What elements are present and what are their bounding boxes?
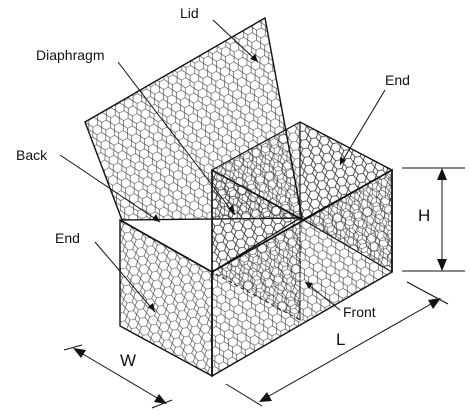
leader-diaphragm-arrow [228,205,235,215]
dim-l-line [261,299,439,401]
dim-w-ext-left [63,344,83,351]
leader-front-arrow [305,282,313,289]
dim-l-ext-right [406,281,449,305]
label-front: Front [343,304,376,320]
leader-end-top-arrow [340,157,346,165]
leader-back [59,154,161,223]
label-width: W [120,351,136,370]
dim-w-arrow-left [73,348,86,358]
dim-l-arrow-right [428,298,441,309]
dim-w-arrow-right [154,394,167,404]
leader-end-left [94,241,156,313]
leader-lid [212,19,259,63]
label-end-top: End [385,72,410,88]
dim-w-ext-right [151,399,173,409]
leader-lid-arrow [250,54,258,62]
label-length: L [336,330,345,349]
leader-front [304,281,341,311]
leader-end-left-arrow [148,303,155,312]
label-height: H [418,206,430,225]
dim-h-arrow-bottom [437,259,447,271]
label-end-left: End [55,230,80,246]
label-lid: Lid [180,5,199,21]
dim-w-line [75,349,165,403]
label-back: Back [16,147,48,163]
leader-diaphragm [117,61,236,216]
dim-h-arrow-top [437,168,447,180]
dim-l-arrow-left [259,392,272,402]
leader-back-arrow [152,214,160,222]
lid-panel [84,16,303,221]
dim-l-ext-left [225,383,263,407]
leader-end-top [339,89,386,166]
label-diaphragm: Diaphragm [36,47,104,63]
